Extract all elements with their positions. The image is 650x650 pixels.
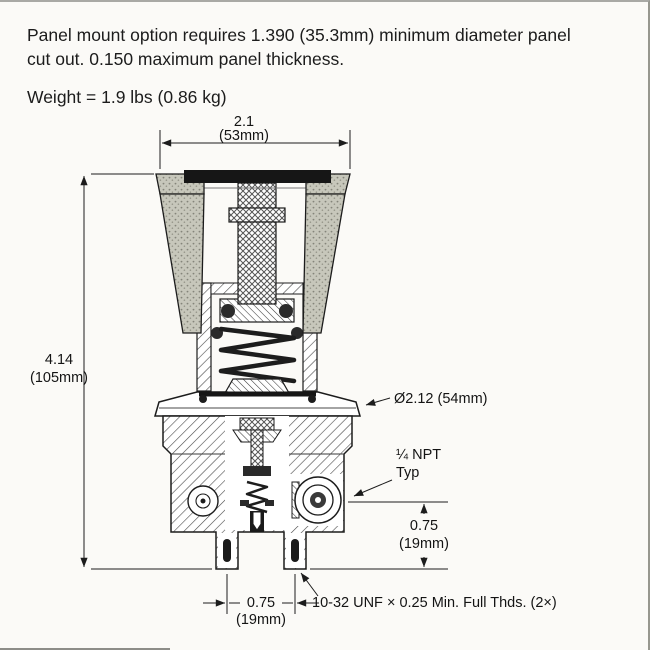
dim-height-mm: (105mm) xyxy=(30,370,88,386)
stem-tip xyxy=(252,511,262,531)
flange-screw xyxy=(308,395,316,403)
dim-top-width-mm: (53mm) xyxy=(219,128,269,144)
dim-top-width-in: 2.1 xyxy=(234,114,254,130)
dim-hole-spacing: 0.75 (19mm) xyxy=(203,574,319,628)
weight-note: Weight = 1.9 lbs (0.86 kg) xyxy=(27,87,227,108)
seat-edge xyxy=(240,500,249,506)
dim-port-height: 0.75 (19mm) xyxy=(310,501,449,570)
dim-hole-spacing-in: 0.75 xyxy=(247,595,275,611)
mounting-hole-left xyxy=(223,539,231,562)
callout-flange-diameter: Ø2.12 (54mm) xyxy=(365,391,487,407)
knob xyxy=(155,170,351,334)
dim-hole-spacing-mm: (19mm) xyxy=(236,612,286,628)
outlet-port xyxy=(291,476,342,524)
knob-skirt-right xyxy=(302,193,346,334)
callout-port-thread-line2: Typ xyxy=(396,465,419,481)
callout-port-thread-line1: ¼ NPT xyxy=(396,447,441,463)
dim-port-height-mm: (19mm) xyxy=(399,536,449,552)
dim-height-in: 4.14 xyxy=(45,352,73,368)
spring-seat-bottom xyxy=(223,378,291,394)
callout-mount-thread-label: 10-32 UNF × 0.25 Min. Full Thds. (2×) xyxy=(312,595,557,611)
gauge-port xyxy=(187,485,219,517)
knob-cap xyxy=(184,170,331,183)
dim-port-height-in: 0.75 xyxy=(410,518,438,534)
callout-flange-diameter-label: Ø2.12 (54mm) xyxy=(394,391,487,407)
callout-port-thread: ¼ NPT Typ xyxy=(353,447,441,497)
o-ring xyxy=(221,304,235,318)
valve-internals xyxy=(232,417,282,532)
adjusting-screw xyxy=(228,182,286,305)
seat-edge xyxy=(265,500,274,506)
diaphragm xyxy=(159,391,356,409)
knob-skirt-left xyxy=(159,193,205,334)
range-spring xyxy=(218,326,297,384)
drawing-notes: Panel mount option requires 1.390 (35.3m… xyxy=(27,23,587,109)
poppet-spring xyxy=(245,480,269,514)
poppet-disc xyxy=(243,466,271,476)
scan-artifact-line xyxy=(0,648,170,650)
flange-screw xyxy=(199,395,207,403)
dim-overall-height: 4.14 (105mm) xyxy=(30,173,212,570)
mounting-hole-right xyxy=(291,539,299,562)
dim-top-width: 2.1 (53mm) xyxy=(159,114,351,169)
o-ring xyxy=(279,304,293,318)
callout-mount-thread: 10-32 UNF × 0.25 Min. Full Thds. (2×) xyxy=(300,572,557,611)
panel-mount-note: Panel mount option requires 1.390 (35.3m… xyxy=(27,25,571,70)
mounting-holes xyxy=(223,539,299,562)
